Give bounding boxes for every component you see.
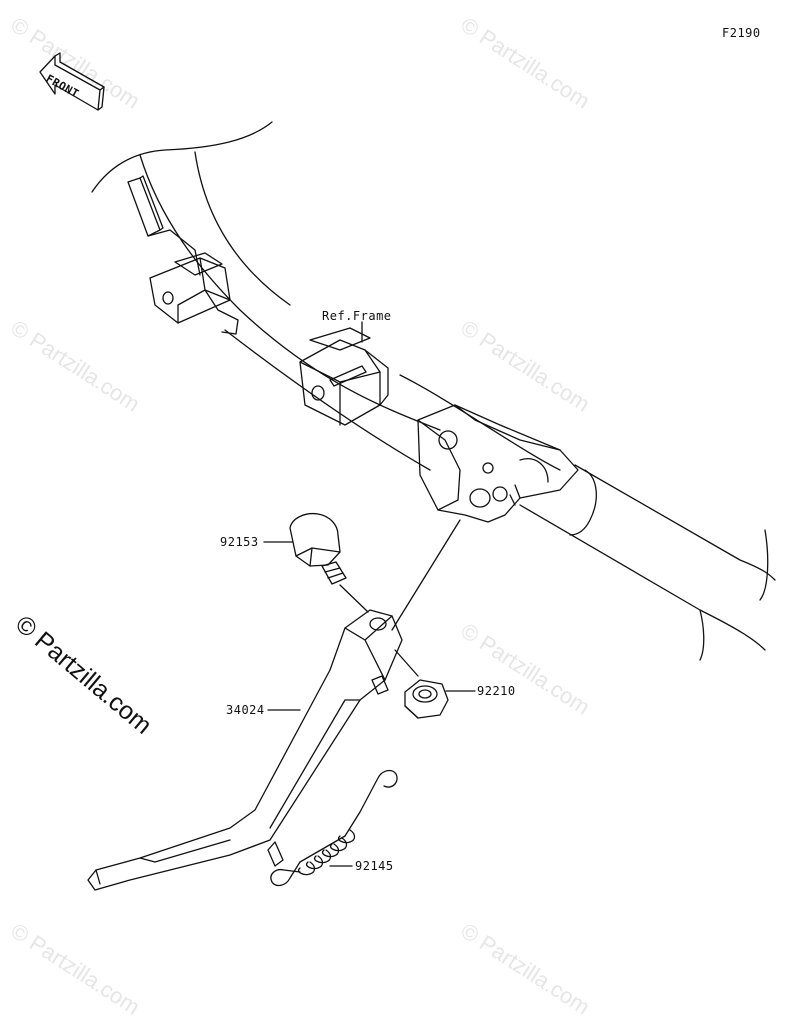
- frame-tube: [569, 469, 597, 536]
- spring-92145: [270, 769, 398, 887]
- frame-bracket: [127, 175, 239, 335]
- part-number-92210: 92210: [477, 684, 516, 698]
- assembly-line: [391, 519, 461, 631]
- frame-tube: [759, 529, 769, 601]
- bolt-92153: [289, 512, 347, 585]
- frame-mount-block: [299, 327, 389, 426]
- assembly-line: [394, 649, 419, 677]
- frame-tube: [519, 504, 766, 651]
- side-stand-34024: [87, 609, 403, 891]
- frame-tube: [194, 151, 291, 306]
- ref-frame-label: Ref.Frame: [322, 309, 392, 323]
- figure-code: F2190: [722, 26, 761, 40]
- frame-tube: [574, 464, 776, 581]
- part-number-34024: 34024: [226, 703, 265, 717]
- frame-tube: [699, 609, 705, 661]
- nut-92210: [404, 679, 449, 719]
- stand-bracket: [417, 404, 579, 523]
- frame-tube: [139, 154, 441, 431]
- front-arrow-icon: [39, 52, 105, 111]
- part-number-92153: 92153: [220, 535, 259, 549]
- assembly-line: [339, 584, 369, 613]
- frame-tube: [224, 329, 431, 471]
- part-number-92145: 92145: [355, 859, 394, 873]
- frame-tube: [91, 121, 273, 193]
